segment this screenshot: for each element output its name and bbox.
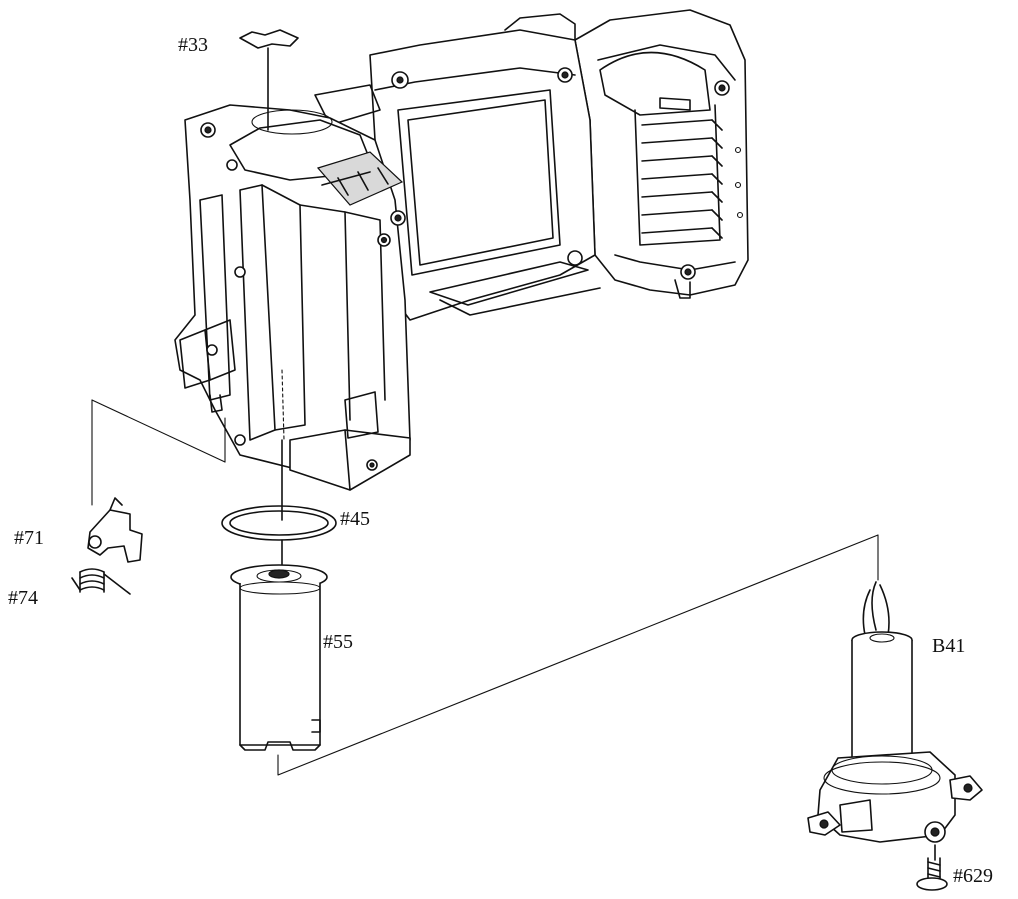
part-74-spring: #74 — [8, 568, 131, 609]
label-part-629: #629 — [953, 865, 993, 887]
part-629-screw: #629 — [916, 844, 993, 891]
label-part-55: #55 — [323, 631, 353, 653]
label-part-b41-text: B41 — [932, 635, 965, 657]
label-part-45: #45 — [340, 508, 370, 530]
label-part-71: #71 — [14, 527, 44, 549]
part-33-plate: #33 — [178, 29, 299, 131]
assembly-leader-lines — [91, 399, 879, 776]
label-part-74: #74 — [8, 587, 38, 609]
left-mirror-box — [174, 104, 411, 491]
label-part-33: #33 — [178, 34, 208, 56]
part-b41-motor: B41 — [807, 581, 983, 843]
camera-body-chassis — [174, 9, 749, 491]
part-45-ring: #45 — [221, 439, 370, 541]
right-side-housing — [562, 9, 749, 299]
part-71-lever: #71 — [14, 497, 143, 563]
part-55-cylinder: #55 — [230, 539, 353, 751]
